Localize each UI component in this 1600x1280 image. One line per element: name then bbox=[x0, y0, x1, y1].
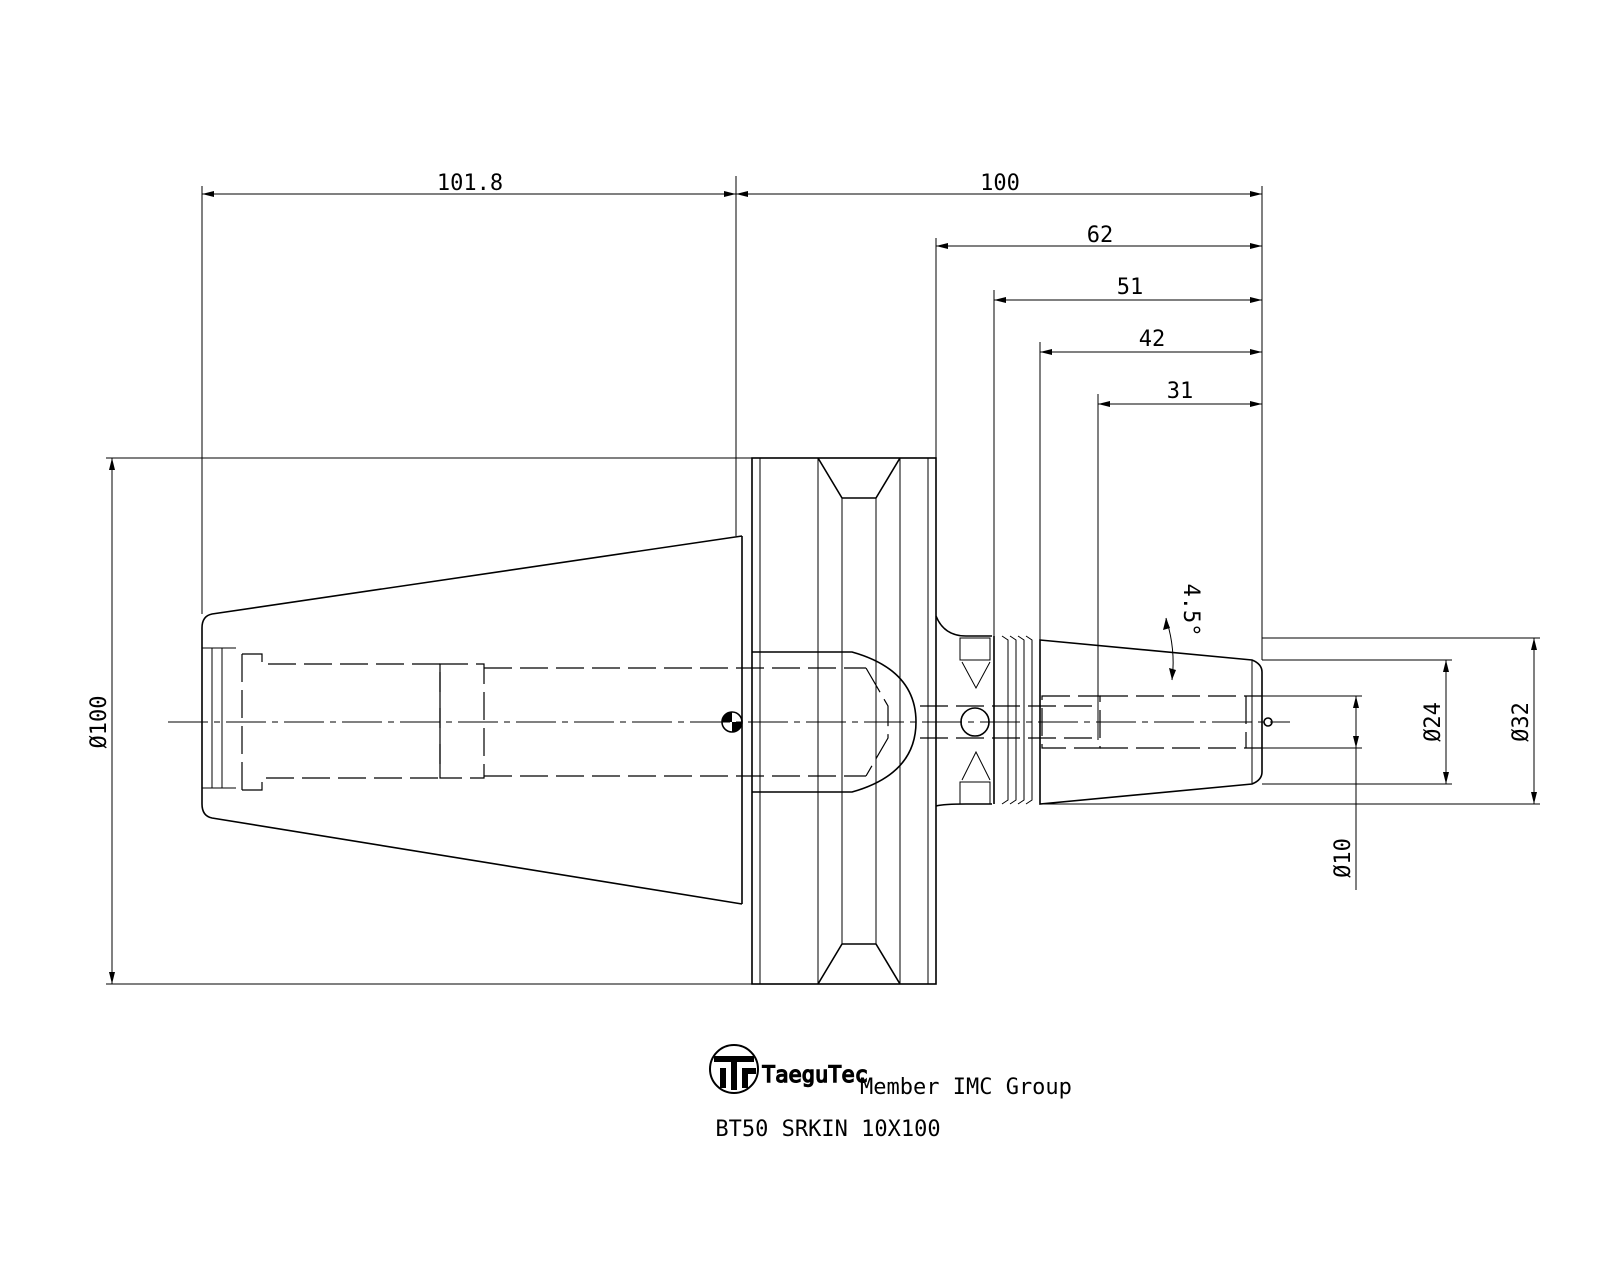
dim-dia-100: Ø100 bbox=[87, 696, 112, 749]
dim-dia-10: Ø10 bbox=[1331, 838, 1356, 878]
dimension-lines bbox=[106, 176, 1540, 985]
flange bbox=[751, 457, 937, 985]
dim-dia-32: Ø32 bbox=[1509, 702, 1534, 742]
gauge-mark bbox=[721, 711, 743, 733]
clamping-screws bbox=[959, 637, 991, 805]
thread-rings bbox=[993, 635, 1033, 805]
part-title: BT50 SRKIN 10X100 bbox=[715, 1117, 940, 1142]
taper-shank bbox=[201, 535, 743, 905]
dim-101-8: 101.8 bbox=[437, 171, 503, 196]
taegutec-logo: TaeguTec Member IMC Group bbox=[709, 1044, 1072, 1100]
dimension-labels: 101.8 100 62 51 42 31 Ø100 Ø32 Ø24 Ø10 4… bbox=[87, 171, 1534, 878]
dim-62: 62 bbox=[1087, 223, 1114, 248]
dim-51: 51 bbox=[1117, 275, 1144, 300]
tool-holder-body bbox=[201, 457, 1263, 985]
dim-dia-24: Ø24 bbox=[1421, 702, 1446, 742]
taegutec-emblem-icon bbox=[709, 1044, 759, 1094]
logo-brand: TaeguTec bbox=[762, 1063, 868, 1088]
shrink-nose bbox=[1039, 639, 1263, 805]
dim-31: 31 bbox=[1167, 379, 1194, 404]
dim-100: 100 bbox=[980, 171, 1020, 196]
logo-tagline: Member IMC Group bbox=[860, 1075, 1072, 1100]
dim-taper-angle: 4.5° bbox=[1178, 584, 1203, 637]
dim-42: 42 bbox=[1139, 327, 1166, 352]
